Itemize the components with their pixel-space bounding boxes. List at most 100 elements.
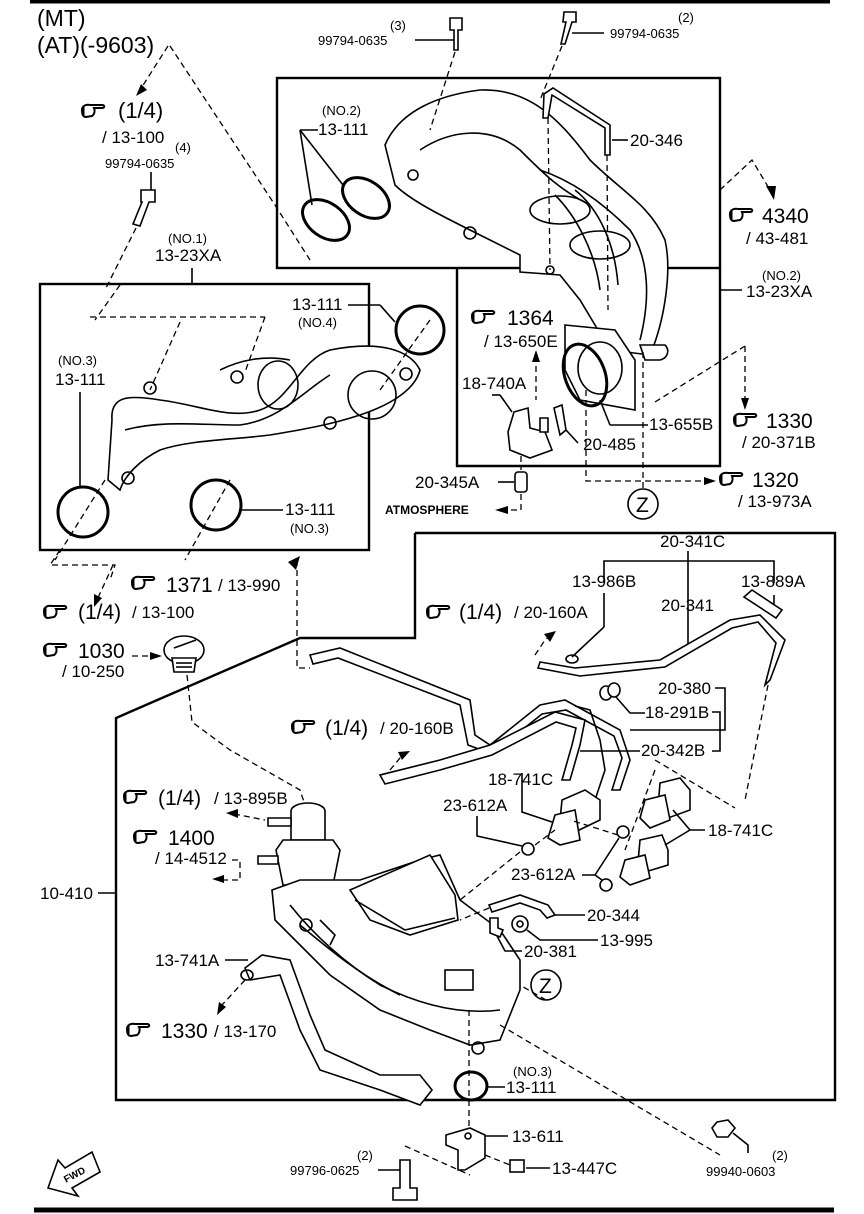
pointing-hand-icon bbox=[42, 642, 68, 658]
pointing-hand-icon bbox=[42, 604, 68, 620]
bolt-99794-0635-c bbox=[104, 172, 156, 291]
qty-bolt-a: (3) bbox=[390, 18, 406, 33]
pointing-hand-icon bbox=[122, 789, 148, 805]
nut-99940-0603 bbox=[711, 1119, 749, 1153]
ref-part-14-4512: / 14-4512 bbox=[155, 849, 227, 868]
frame-lower-intake bbox=[114, 531, 837, 1102]
pointing-hand-icon bbox=[470, 309, 496, 325]
pointing-hand-icon bbox=[290, 719, 316, 735]
valve-18-740A bbox=[492, 394, 567, 459]
nut-23-612A-right bbox=[569, 819, 630, 892]
ref-page-1400: 1400 bbox=[168, 827, 215, 850]
gasket-13-111-no3-left bbox=[56, 485, 110, 539]
label-13-447C: 13-447C bbox=[552, 1159, 617, 1178]
label-13-23XA-no2: 13-23XA bbox=[746, 282, 813, 301]
label-13-23XA-no1: 13-23XA bbox=[155, 246, 222, 265]
pointing-hand-icon bbox=[132, 829, 158, 845]
intake-manifold-10-410 bbox=[271, 853, 521, 1055]
gasket-13-655B bbox=[561, 342, 609, 408]
label-13-889A: 13-889A bbox=[741, 572, 806, 591]
label-20-381: 20-381 bbox=[524, 942, 577, 961]
label-20-344: 20-344 bbox=[587, 906, 640, 925]
label-13-995: 13-995 bbox=[600, 931, 653, 950]
ref-page-1-4-20-160A: (1/4) bbox=[459, 601, 502, 624]
label-10-410: 10-410 bbox=[40, 884, 93, 903]
label-99794-0635-c: 99794-0635 bbox=[105, 156, 174, 171]
ref-part-13-650E: / 13-650E bbox=[484, 332, 558, 351]
label-z-bottom: Z bbox=[539, 975, 552, 998]
clip-13-447C bbox=[484, 1154, 550, 1173]
label-20-341: 20-341 bbox=[661, 596, 714, 615]
frame-intake-no1 bbox=[38, 282, 371, 552]
label-13-111-no2: 13-111 bbox=[318, 120, 368, 139]
note-no2-gasket: (NO.2) bbox=[322, 103, 361, 118]
pcv-valve bbox=[257, 802, 341, 886]
filter-20-345A bbox=[495, 456, 528, 514]
bolt-99794-0635-b bbox=[539, 11, 604, 101]
intake-manifold-no1 bbox=[107, 345, 421, 492]
gasket-13-111-no3-mid bbox=[189, 478, 243, 532]
hose-13-741A bbox=[217, 954, 434, 1106]
ref-page-1320: 1320 bbox=[752, 469, 799, 492]
qty-bolt-b: (2) bbox=[678, 10, 694, 25]
pointing-hand-icon bbox=[732, 412, 758, 428]
ref-part-13-100-mid: / 13-100 bbox=[132, 603, 194, 622]
ref-part-13-973A: / 13-973A bbox=[738, 492, 812, 511]
ref-part-20-160B: / 20-160B bbox=[380, 719, 454, 738]
label-99794-0635-b: 99794-0635 bbox=[610, 26, 679, 41]
gasket-13-111-no2 bbox=[299, 129, 391, 242]
ref-page-1330-bottom: 1330 bbox=[161, 1020, 208, 1043]
label-18-741C-right: 18-741C bbox=[708, 821, 773, 840]
fwd-arrow-icon: FWD bbox=[46, 1150, 102, 1198]
ref-page-1371: 1371 bbox=[166, 574, 213, 597]
cap-13-995 bbox=[511, 915, 598, 941]
label-20-345A: 20-345A bbox=[415, 473, 480, 492]
gasket-13-111-no4 bbox=[394, 304, 446, 356]
oil-filler-cap bbox=[163, 635, 311, 821]
label-20-380: 20-380 bbox=[658, 679, 711, 698]
label-13-655B: 13-655B bbox=[649, 415, 713, 434]
ref-part-20-160A: / 20-160A bbox=[514, 603, 588, 622]
ref-part-10-250: / 10-250 bbox=[62, 662, 124, 681]
label-13-111-no3-bottom: 13-111 bbox=[506, 1078, 556, 1097]
label-13-111-no3-mid: 13-111 bbox=[285, 500, 335, 519]
clip-20-381 bbox=[489, 917, 522, 952]
frame-throttle-body bbox=[455, 268, 722, 468]
ref-page-1-4-20-160B: (1/4) bbox=[325, 717, 368, 740]
label-99796-0625: 99796-0625 bbox=[290, 1163, 359, 1178]
note-no3-left: (NO.3) bbox=[58, 353, 97, 368]
label-18-741C-left: 18-741C bbox=[488, 770, 553, 789]
ref-part-13-170: / 13-170 bbox=[214, 1022, 276, 1041]
ref-part-20-371B: / 20-371B bbox=[742, 433, 816, 452]
note-no1-manifold: (NO.1) bbox=[168, 231, 207, 246]
label-20-485: 20-485 bbox=[583, 435, 636, 454]
ref-page-1-4-mid: (1/4) bbox=[78, 601, 121, 624]
pointing-hand-icon bbox=[130, 575, 156, 591]
qty-bolt-99796: (2) bbox=[357, 1148, 373, 1163]
label-z-top: Z bbox=[636, 494, 649, 517]
ref-page-1364: 1364 bbox=[507, 307, 554, 330]
ref-page-4340: 4340 bbox=[762, 205, 809, 228]
label-99794-0635-a: 99794-0635 bbox=[318, 33, 387, 48]
ref-page-1-4-13-895B: (1/4) bbox=[158, 787, 201, 810]
label-99940-0603: 99940-0603 bbox=[706, 1164, 775, 1179]
ref-part-13-990: / 13-990 bbox=[218, 576, 280, 595]
label-13-111-no3-left: 13-111 bbox=[55, 370, 105, 389]
gasket-13-111-no3-bottom bbox=[453, 1070, 489, 1102]
pointing-hand-icon bbox=[125, 1022, 151, 1038]
label-20-341C: 20-341C bbox=[660, 532, 725, 551]
pointing-hand-icon bbox=[718, 471, 744, 487]
variant-mt: (MT) bbox=[37, 5, 86, 31]
frame-upper-intake bbox=[275, 76, 722, 270]
clip-18-291B bbox=[599, 682, 645, 714]
bolt-99796-0625 bbox=[378, 1145, 471, 1201]
solenoid-18-741C-right bbox=[619, 759, 736, 886]
bolt-99794-0635-a bbox=[415, 17, 463, 131]
ref-part-13-100-top: / 13-100 bbox=[102, 128, 164, 147]
pointing-hand-icon bbox=[80, 103, 106, 119]
marker-z-top bbox=[627, 488, 659, 520]
hoses-20-380-20-342B bbox=[308, 647, 631, 801]
hose-20-341 bbox=[536, 588, 786, 801]
hose-20-344 bbox=[459, 894, 585, 921]
